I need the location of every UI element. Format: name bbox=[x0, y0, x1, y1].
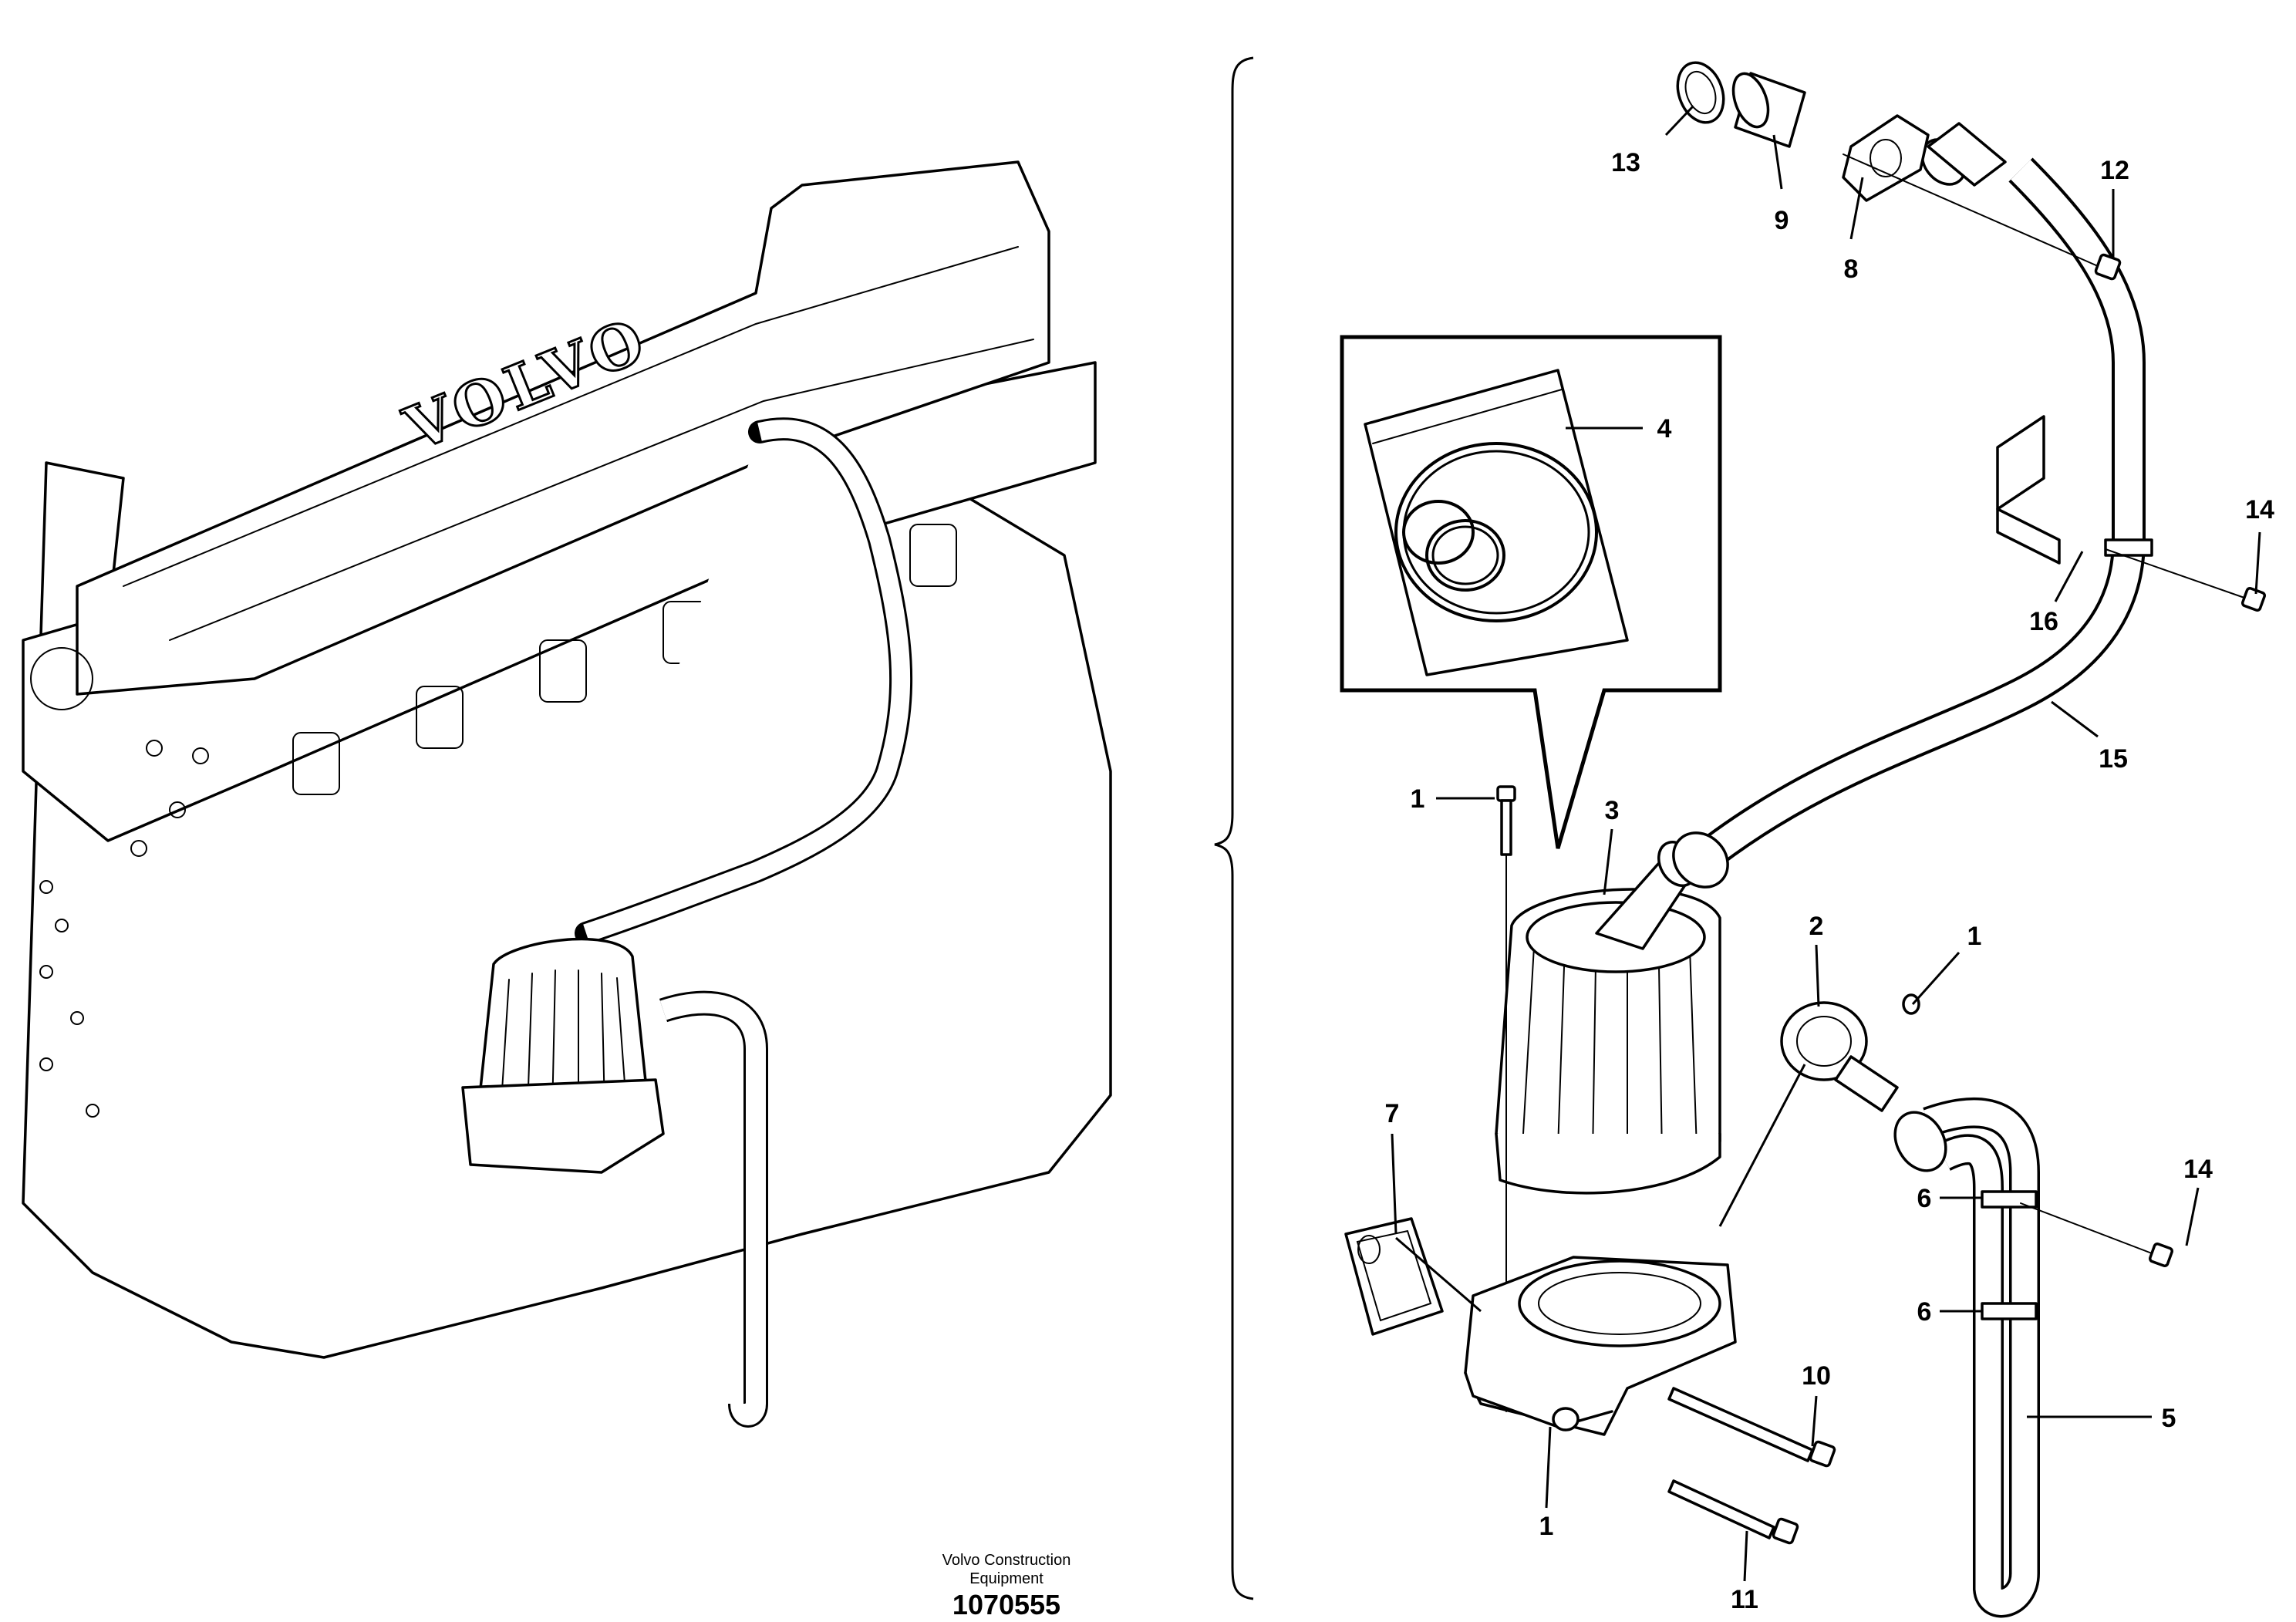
callout-14-top: 14 bbox=[2245, 495, 2274, 524]
callout-1-valve: 1 bbox=[1967, 922, 1982, 951]
separator-housing bbox=[1495, 841, 1721, 1195]
upper-hose bbox=[1672, 122, 2146, 889]
front-plate-holes bbox=[30, 647, 209, 1118]
company-line-2: Equipment bbox=[969, 1570, 1043, 1587]
callout-1-top: 1 bbox=[1411, 784, 1425, 814]
callout-3: 3 bbox=[1605, 796, 1620, 825]
callout-labels: 13 9 8 12 4 14 16 15 1 3 2 1 7 14 6 6 10… bbox=[1385, 148, 2274, 1614]
callout-14-lower: 14 bbox=[2183, 1155, 2213, 1184]
callout-6-upper: 6 bbox=[1917, 1184, 1932, 1213]
upper-fittings bbox=[1676, 61, 2122, 281]
callout-12: 12 bbox=[2100, 156, 2129, 185]
leader-lines bbox=[1391, 105, 2261, 1582]
callout-11: 11 bbox=[1731, 1585, 1758, 1614]
separator-base bbox=[1464, 1256, 1737, 1436]
callout-5: 5 bbox=[2162, 1404, 2176, 1433]
callout-8: 8 bbox=[1844, 255, 1859, 284]
callout-9: 9 bbox=[1775, 206, 1789, 235]
bolt-14-lower bbox=[2020, 1202, 2174, 1268]
footer: Volvo Construction Equipment 1070555 bbox=[942, 1552, 1071, 1620]
grouping-brace bbox=[1214, 56, 1254, 1600]
valve bbox=[1780, 1001, 1899, 1112]
callout-13: 13 bbox=[1611, 148, 1640, 177]
callout-1-bottom: 1 bbox=[1539, 1512, 1554, 1541]
lower-pipe bbox=[1893, 1097, 2040, 1618]
bracket-16 bbox=[1996, 415, 2267, 612]
callout-16: 16 bbox=[2029, 607, 2058, 636]
callout-2: 2 bbox=[1809, 912, 1824, 941]
gasket bbox=[1344, 1217, 1444, 1336]
engine-assembly-view: VOLVO bbox=[22, 160, 1112, 1428]
callout-6-lower: 6 bbox=[1917, 1297, 1932, 1327]
service-kit-inset bbox=[1340, 335, 1722, 849]
long-bolts bbox=[1667, 1387, 1836, 1545]
company-line-1: Volvo Construction bbox=[942, 1552, 1071, 1569]
callout-10: 10 bbox=[1802, 1361, 1831, 1391]
callout-4: 4 bbox=[1657, 414, 1672, 443]
engine-separator bbox=[461, 937, 665, 1174]
callout-7: 7 bbox=[1385, 1099, 1400, 1128]
document-number: 1070555 bbox=[952, 1589, 1060, 1620]
callout-15: 15 bbox=[2099, 744, 2128, 774]
bolt-1-valve bbox=[1902, 993, 1920, 1015]
